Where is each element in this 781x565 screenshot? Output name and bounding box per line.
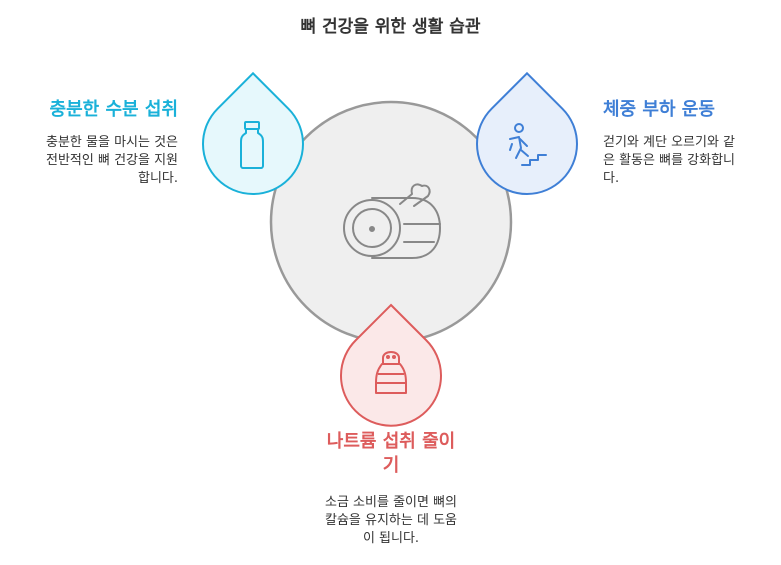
sodium-heading-line: 나트륨 섭취 줄이 bbox=[326, 431, 456, 452]
weight-description: 걷기와 계단 오르기와 같 은 활동은 뼈를 강화합니 다. bbox=[603, 134, 775, 188]
sodium-description-line: 소금 소비를 줄이면 뼈의 bbox=[325, 495, 457, 510]
hydration-description-line: 충분한 물을 마시는 것은 bbox=[46, 135, 178, 150]
sodium-description: 소금 소비를 줄이면 뼈의 칼슘을 유지하는 데 도움 이 됩니다. bbox=[290, 494, 492, 548]
hydration-description-line: 합니다. bbox=[137, 171, 178, 186]
bone-icon bbox=[343, 183, 441, 259]
weight-heading: 체중 부하 운동 bbox=[603, 99, 715, 120]
weight-description-line: 다. bbox=[603, 171, 620, 186]
weight-description-line: 은 활동은 뼈를 강화합니 bbox=[603, 153, 735, 168]
hydration-droplet bbox=[202, 71, 304, 195]
sodium-description-line: 이 됩니다. bbox=[362, 531, 420, 546]
page-title: 뼈 건강을 위한 생활 습관 bbox=[300, 17, 481, 37]
hydration-heading: 충분한 수분 섭취 bbox=[49, 99, 178, 120]
salt-shaker-icon bbox=[375, 351, 407, 394]
stairs-walking-icon bbox=[509, 123, 547, 166]
sodium-droplet bbox=[340, 303, 442, 427]
hydration-description: 충분한 물을 마시는 것은 전반적인 뼈 건강을 지원 합니다. bbox=[10, 134, 178, 188]
weight-description-line: 걷기와 계단 오르기와 같 bbox=[603, 135, 735, 150]
sodium-heading-line: 기 bbox=[382, 455, 400, 476]
weight-droplet bbox=[476, 71, 578, 195]
water-bottle-icon bbox=[240, 121, 264, 169]
sodium-description-line: 칼슘을 유지하는 데 도움 bbox=[325, 513, 457, 528]
hydration-description-line: 전반적인 뼈 건강을 지원 bbox=[46, 153, 178, 168]
sodium-heading: 나트륨 섭취 줄이 기 bbox=[290, 430, 492, 478]
